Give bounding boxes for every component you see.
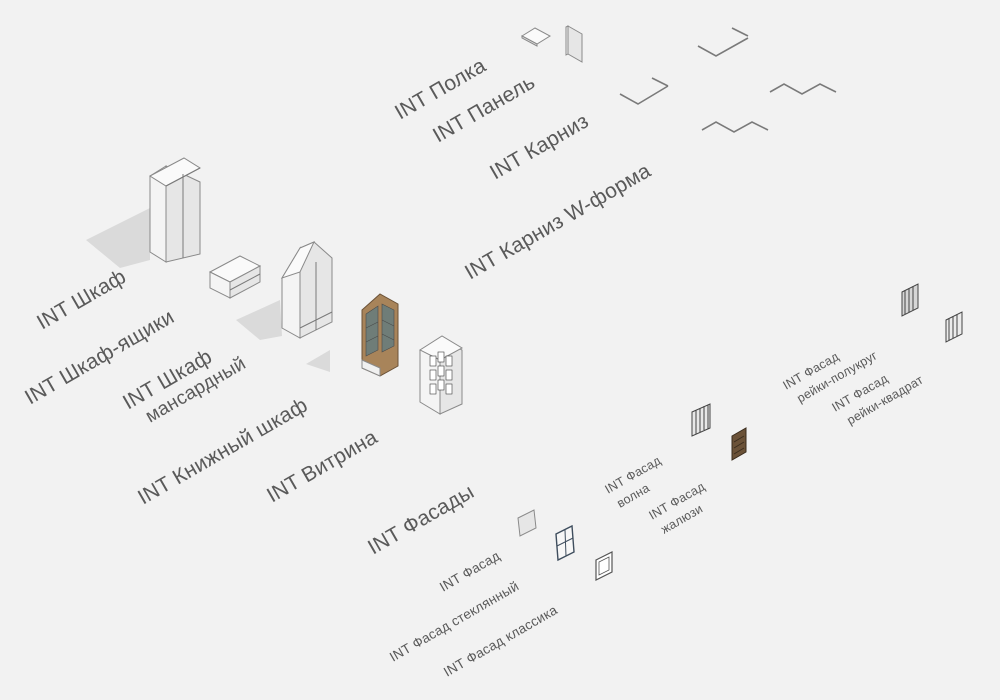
classic-facade-illustration [595, 551, 613, 581]
attic-wardrobe-illustration [236, 241, 333, 340]
labels: INT Полка INT Панель INT Карниз INT Карн… [21, 54, 926, 680]
wardrobe-illustration [86, 157, 202, 268]
label-shkaf: INT Шкаф [33, 265, 130, 334]
drawer-cabinet-illustration [208, 255, 262, 299]
wave-facade-illustration [691, 403, 711, 437]
glass-facade-illustration [555, 524, 575, 562]
label-fasady: INT Фасады [364, 480, 478, 559]
semicircle-slats-facade-illustration [901, 283, 919, 317]
label-karniz-w: INT Карниз W-форма [461, 159, 655, 284]
label-fasad-steklyanny: INT Фасад стеклянный [387, 578, 521, 664]
square-slats-facade-illustration [945, 311, 963, 343]
panel-illustration [565, 25, 583, 63]
display-cabinet-illustration [418, 335, 464, 415]
facade-illustration [517, 509, 537, 537]
shelf-illustration [520, 27, 552, 47]
label-fasad: INT Фасад [437, 548, 502, 594]
label-vitrina: INT Витрина [263, 426, 382, 508]
jalousie-facade-illustration [731, 427, 747, 461]
bookcase-illustration [306, 293, 399, 377]
cornice-w-illustration [701, 83, 837, 133]
cornice-illustration [619, 27, 749, 105]
label-karniz: INT Карниз [486, 109, 593, 184]
